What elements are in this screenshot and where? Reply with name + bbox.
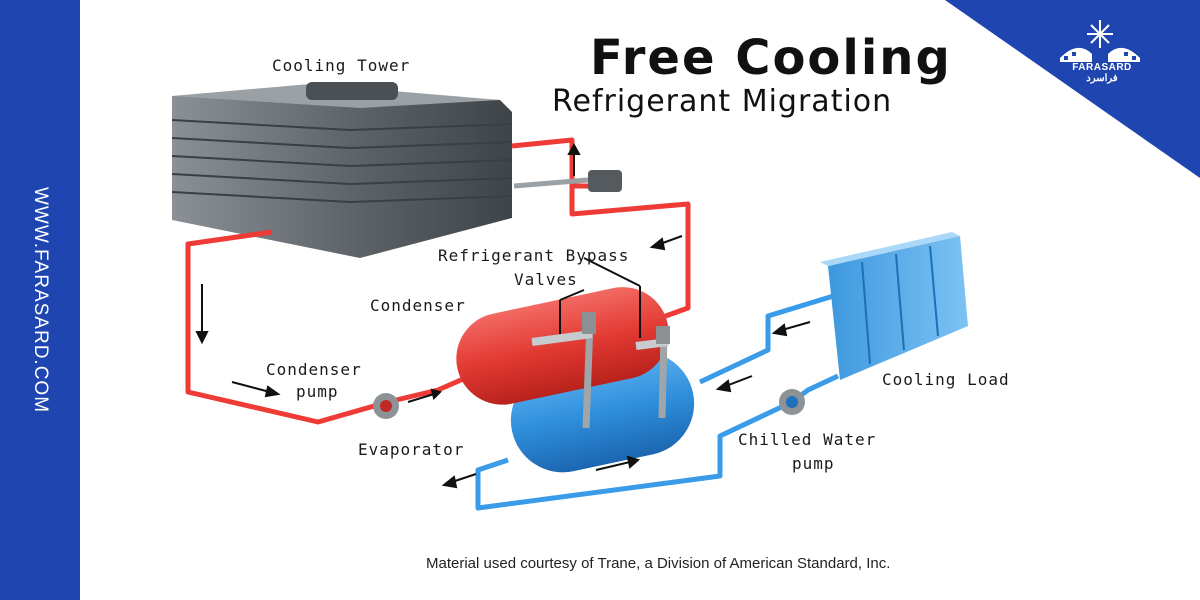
cooling-load-icon: [820, 232, 968, 380]
credit-line: Material used courtesy of Trane, a Divis…: [426, 555, 891, 572]
label-condenser-pump-line2: pump: [296, 382, 339, 401]
chilled-water-pump-icon: [779, 389, 805, 415]
corner-banner: [945, 0, 1200, 178]
logo-wordmark: FARASARD فراسرد: [1072, 62, 1132, 84]
label-chilled-water-pump-line1: Chilled Water: [738, 430, 877, 449]
cooling-tower-icon: [171, 82, 513, 258]
flow-arrows: [195, 142, 811, 489]
label-evaporator: Evaporator: [358, 440, 465, 459]
condenser-water-pipe: [185, 137, 691, 425]
label-bypass-valves-line1: Refrigerant Bypass: [438, 246, 630, 265]
label-cooling-load: Cooling Load: [882, 370, 1010, 389]
label-cooling-tower: Cooling Tower: [272, 56, 411, 75]
condenser-pump-icon: [373, 393, 399, 419]
diagram-title: Free Cooling: [590, 30, 952, 86]
diagram-subtitle: Refrigerant Migration: [552, 84, 893, 119]
condenser-vessel: [456, 287, 669, 405]
refrigerant-bypass-valves-icon: [531, 257, 670, 429]
label-condenser: Condenser: [370, 296, 466, 315]
label-bypass-valves-line2: Valves: [514, 270, 578, 289]
farasard-logo-icon: [1060, 20, 1140, 62]
tower-valve-icon: [513, 170, 622, 192]
label-chilled-water-pump-line2: pump: [792, 454, 835, 473]
label-condenser-pump-line1: Condenser: [266, 360, 362, 379]
sidebar-bar: WWW.FARASARD.COM: [0, 0, 80, 600]
chilled-water-pipe: [475, 291, 841, 511]
